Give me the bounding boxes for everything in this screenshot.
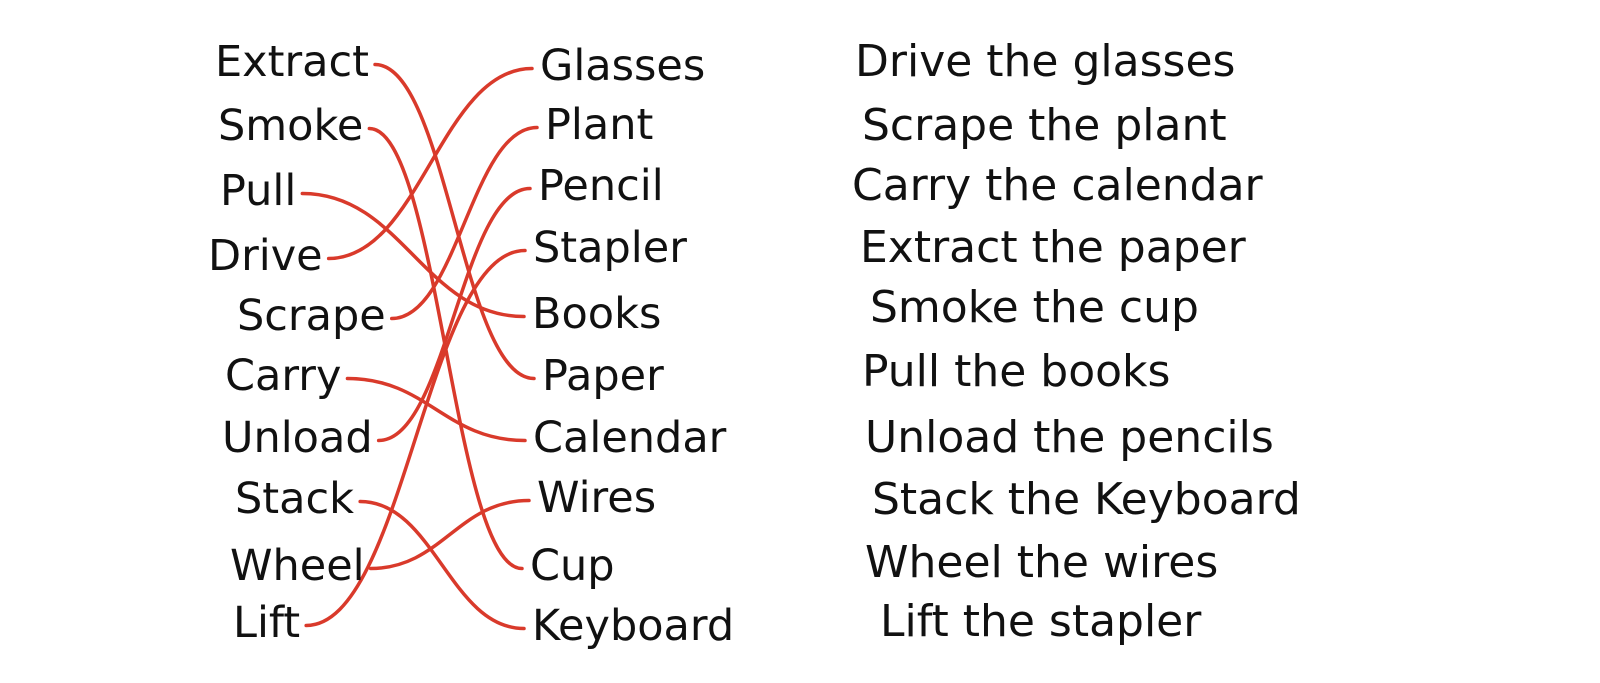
verb-label: Extract [215, 37, 369, 87]
phrase-item: Carry the calendar [852, 160, 1264, 211]
connector-line [326, 66, 534, 261]
connector-line [368, 498, 531, 571]
phrase-item: Lift the stapler [880, 596, 1202, 647]
connector-lines [300, 62, 539, 631]
connector-line [345, 376, 527, 443]
connector-line [304, 248, 527, 628]
noun-label: Paper [542, 351, 664, 401]
noun-label: Books [532, 289, 661, 339]
phrase-item: Scrape the plant [862, 100, 1227, 151]
connector-line [373, 62, 536, 381]
verb-label: Wheel [230, 541, 365, 591]
verb-label: Carry [225, 351, 341, 401]
verb-label: Scrape [237, 291, 386, 341]
noun-label: Keyboard [532, 601, 734, 651]
phrase-item: Drive the glasses [855, 36, 1235, 87]
phrase-item: Unload the pencils [865, 412, 1274, 463]
phrase-item: Extract the paper [860, 222, 1247, 273]
phrase-item: Smoke the cup [870, 282, 1199, 333]
noun-label: Pencil [538, 161, 664, 211]
noun-label: Glasses [540, 41, 705, 91]
noun-label: Plant [545, 100, 653, 150]
verb-label: Pull [220, 166, 296, 216]
verb-column: Extract Smoke Pull Drive Scrape Carry Un… [208, 37, 386, 648]
phrase-item: Stack the Keyboard [872, 474, 1301, 525]
noun-label: Calendar [533, 413, 727, 463]
connector-line [376, 186, 532, 443]
phrase-item: Pull the books [862, 346, 1170, 397]
verb-label: Stack [235, 474, 354, 524]
verb-label: Drive [208, 231, 323, 281]
phrase-list: Drive the glasses Scrape the plant Carry… [852, 36, 1301, 647]
noun-column: Glasses Plant Pencil Stapler Books Paper… [530, 41, 734, 651]
connector-line [358, 499, 526, 631]
connector-line [389, 125, 539, 321]
noun-label: Wires [537, 473, 656, 523]
noun-label: Cup [530, 541, 615, 591]
phrase-item: Wheel the wires [865, 537, 1218, 588]
verb-label: Lift [233, 598, 300, 648]
verb-label: Unload [222, 413, 373, 463]
verb-label: Smoke [218, 101, 363, 151]
noun-label: Stapler [533, 223, 687, 273]
connector-line [300, 191, 526, 319]
